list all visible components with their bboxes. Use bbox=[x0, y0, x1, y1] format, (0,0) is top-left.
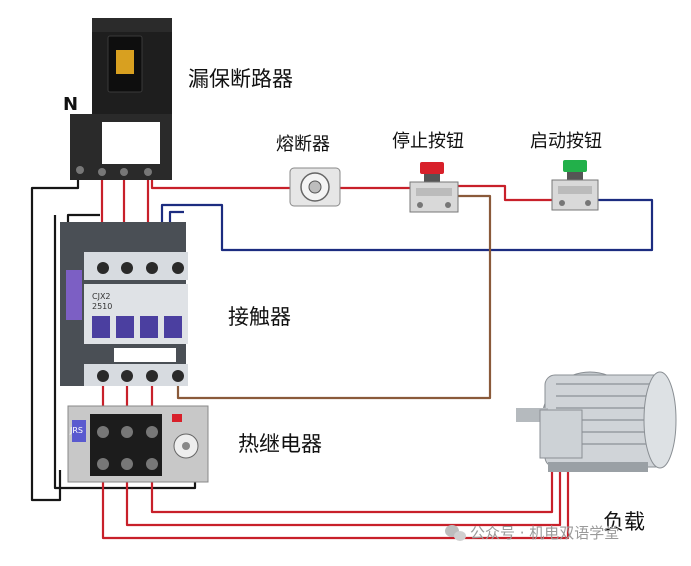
label-thermal-relay: 热继电器 bbox=[238, 432, 322, 456]
watermark-text: 公众号 · 机电双语学堂 bbox=[470, 524, 620, 542]
wire-red-motor-2 bbox=[125, 460, 562, 527]
breaker-label-plate bbox=[102, 122, 160, 164]
label-contactor: 接触器 bbox=[228, 305, 291, 329]
relay-marking: JRS bbox=[70, 426, 83, 435]
label-fuse: 熔断器 bbox=[276, 134, 330, 155]
wire-red-control bbox=[150, 176, 290, 190]
wire-navy-start-coil bbox=[160, 198, 654, 252]
wire-brown-aux bbox=[176, 194, 492, 400]
contactor bbox=[60, 222, 188, 386]
stop-button-cap bbox=[420, 162, 444, 174]
wires bbox=[30, 175, 654, 540]
wechat-icon bbox=[445, 525, 466, 541]
contactor-rating-marking: 2510 bbox=[92, 302, 113, 311]
stop-button bbox=[409, 162, 459, 213]
rcd-breaker bbox=[70, 18, 172, 180]
label-start-button: 启动按钮 bbox=[530, 131, 602, 152]
wire-neutral-black bbox=[30, 175, 80, 502]
wire-red-stop-start bbox=[458, 184, 552, 202]
wire-red-motor-1 bbox=[101, 460, 570, 540]
breaker-handle bbox=[116, 50, 134, 74]
start-button-cap bbox=[563, 160, 587, 172]
fuse bbox=[289, 167, 341, 207]
thermal-relay bbox=[67, 405, 209, 483]
contactor-model-marking: CJX2 bbox=[92, 292, 111, 301]
wire-black-coil bbox=[66, 213, 100, 225]
label-breaker: 漏保断路器 bbox=[188, 67, 293, 91]
label-load: 负载 bbox=[603, 510, 645, 534]
wire-red-motor-3 bbox=[150, 460, 554, 514]
label-stop-button: 停止按钮 bbox=[392, 131, 464, 152]
label-neutral: N bbox=[63, 94, 79, 115]
motor bbox=[516, 371, 677, 472]
start-button bbox=[551, 160, 599, 211]
